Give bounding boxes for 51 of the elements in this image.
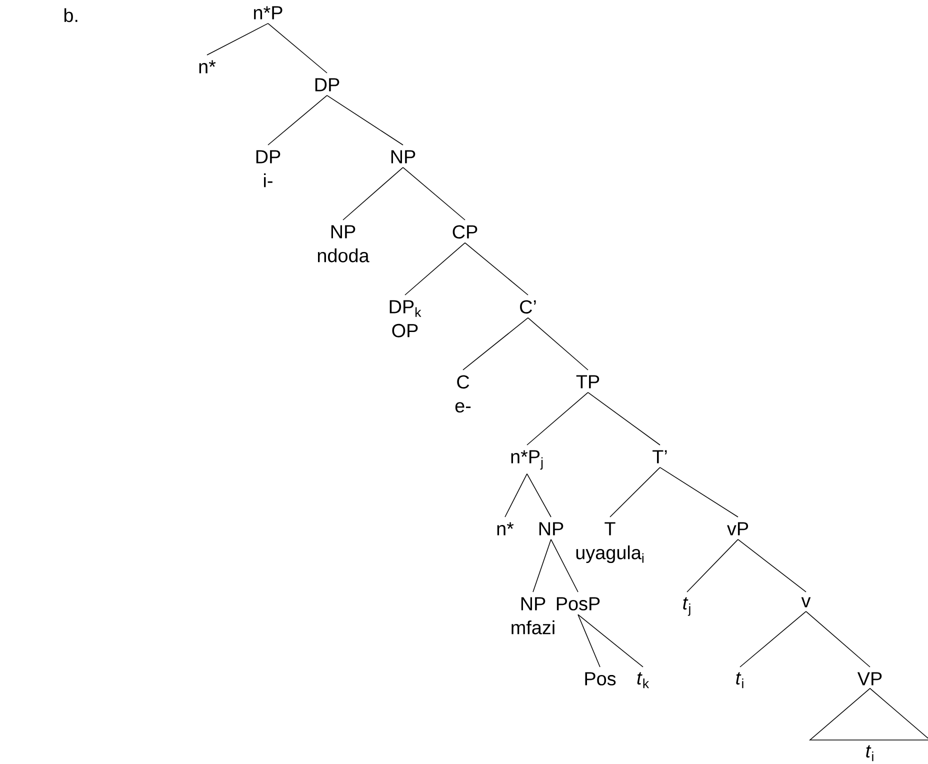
tree-label: DP$_{k}$ OP — [390, 300, 422, 338]
tree-label: n*P$_{j}$ — [511, 450, 543, 470]
branch-line — [404, 242, 466, 296]
tree-label: C’ — [520, 300, 536, 314]
branch-line — [740, 611, 806, 668]
branch-line — [550, 539, 578, 592]
branch-line — [528, 317, 588, 370]
tree-label: DP — [315, 78, 340, 92]
branch-line — [402, 167, 466, 220]
branch-line — [526, 392, 588, 446]
tree-label: T uyagula$_{i}$ — [576, 522, 644, 564]
item-letter: b. — [64, 8, 78, 22]
tree-label: CP — [452, 225, 478, 239]
tree-label: NP — [539, 522, 564, 536]
tree-label: DP i- — [256, 150, 280, 188]
branch-line — [268, 95, 328, 146]
tree-label: v — [801, 597, 811, 608]
branch-line — [206, 23, 268, 56]
branch-line — [578, 614, 644, 668]
branch-line — [660, 467, 738, 518]
tree-label: TP — [576, 375, 600, 388]
branch-line — [504, 473, 528, 518]
branch-line — [610, 467, 660, 518]
tree-label: VP — [857, 672, 882, 686]
branch-line — [738, 539, 806, 592]
tree-label: n*P — [254, 6, 282, 20]
tree-label: n* — [497, 522, 514, 536]
tree-label: n* — [199, 60, 216, 74]
branch-line — [806, 611, 870, 668]
branch-line — [342, 167, 404, 220]
branch-line — [268, 23, 328, 74]
tree-label: vP — [727, 522, 748, 536]
branch-line — [686, 539, 738, 592]
branch-line — [526, 473, 552, 518]
tree-label: NP ndoda — [318, 225, 370, 262]
branch-line — [578, 614, 600, 668]
branch-line — [532, 539, 552, 592]
tree-label: t$_{j}$ — [683, 597, 690, 616]
tree-label: C e- — [455, 375, 471, 412]
tree-label: T’ — [652, 450, 667, 464]
tree-label: t$_{i}$ — [736, 672, 744, 688]
branch-line — [326, 95, 404, 146]
branch-line — [588, 392, 660, 446]
tree-label: NP mfazi — [512, 597, 554, 634]
tree-label: t$_{k}$ — [637, 672, 650, 688]
branch-line — [464, 242, 528, 296]
tree-label: Pos — [585, 672, 616, 686]
tree-label: PosP — [556, 597, 600, 610]
tree-label: NP — [391, 150, 416, 164]
branch-line — [462, 317, 528, 370]
tree-label: t$_{i}$ — [866, 745, 874, 762]
